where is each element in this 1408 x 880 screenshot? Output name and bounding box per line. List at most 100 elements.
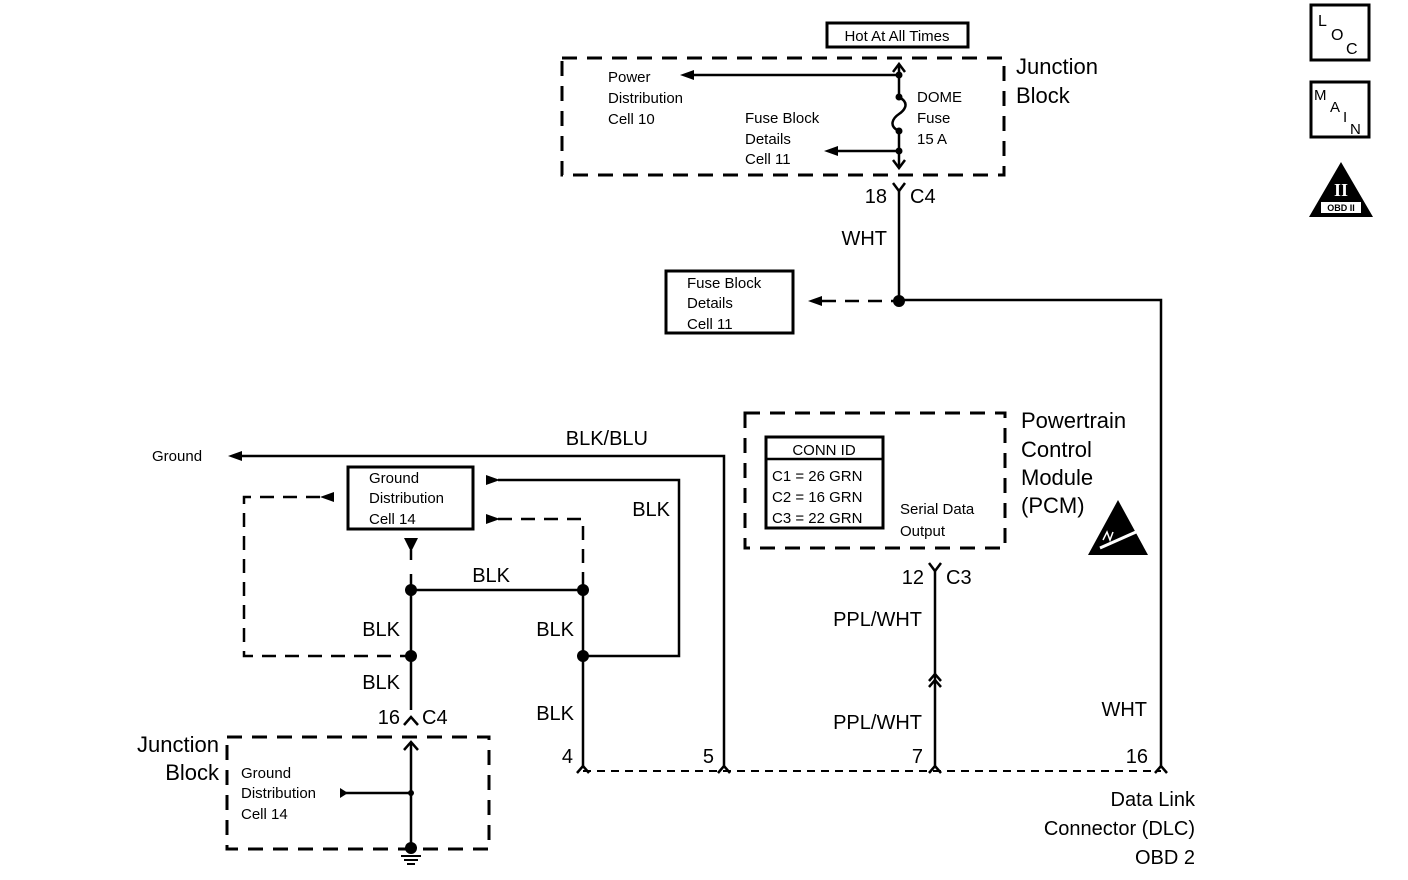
dome-fuse-line-1: DOME (917, 89, 962, 106)
connector-symbol-icon (928, 562, 942, 574)
hot-at-all-times-box: Hot At All Times (825, 21, 970, 49)
splice-dot (408, 790, 414, 796)
ground-dist-box-frame (346, 465, 475, 531)
wire-label-blk-center-upper: BLK (536, 619, 574, 641)
pcm-title-2: Control (1021, 437, 1092, 462)
connector-bottom-pin: 16 (378, 707, 400, 729)
dlc-pin-4: 4 (562, 746, 573, 768)
connector-bottom-id: C4 (422, 707, 448, 729)
connector-c4-bottom: 16 C4 (378, 707, 448, 729)
jb-ground-dist-line-3: Cell 14 (241, 806, 288, 823)
splice-dot (577, 650, 589, 662)
dashed-loop-right (498, 517, 585, 590)
conn-id-row: C2 = 16 GRN (772, 489, 862, 506)
fuse-block-box-line-2: Details (687, 295, 733, 312)
esd-warning-icon (1088, 500, 1148, 555)
ground-dist-box-line-3: Cell 14 (369, 511, 416, 528)
power-dist-line-2: Distribution (608, 90, 683, 107)
conn-id-table: CONN ID C1 = 26 GRN C2 = 16 GRN C3 = 22 … (764, 435, 885, 530)
wire-label-ppl-wht-upper: PPL/WHT (833, 609, 922, 631)
blk-blu-wire (242, 454, 726, 768)
wire-label-blk-middle: BLK (472, 565, 510, 587)
connector-symbol-icon (403, 715, 419, 726)
wire-label-wht-top: WHT (841, 228, 887, 250)
wire-label-wht-right: WHT (1101, 699, 1147, 721)
hot-at-all-times-label: Hot At All Times (844, 28, 949, 45)
obd-ii-icon[interactable]: II OBD II (1309, 162, 1373, 217)
arrow-left-icon (808, 296, 822, 306)
serial-data-line-1: Serial Data (900, 501, 975, 518)
dome-fuse-line-2: Fuse (917, 110, 950, 127)
splice-dot (405, 650, 417, 662)
wire-label-ppl-wht-lower: PPL/WHT (833, 712, 922, 734)
wire-label-blk-left-upper: BLK (362, 619, 400, 641)
main-icon[interactable]: M A I N (1309, 80, 1371, 139)
splice-dot (405, 584, 417, 596)
conn-id-row: C3 = 22 GRN (772, 510, 862, 527)
junction-block-bottom-title-2: Block (165, 760, 220, 785)
serial-data-line-2: Output (900, 523, 946, 540)
dlc-title-3: OBD 2 (1135, 847, 1195, 869)
pcm-title-4: (PCM) (1021, 493, 1085, 518)
arrow-left-icon (680, 70, 694, 80)
feed-arrow-down-icon (892, 159, 906, 171)
dlc-pin-7: 7 (912, 746, 923, 768)
power-dist-line-3: Cell 10 (608, 111, 655, 128)
dlc-pin-icon (717, 764, 731, 774)
conn-id-frame (764, 435, 885, 530)
hot-label-frame (825, 21, 970, 49)
dlc-title-1: Data Link (1111, 789, 1196, 811)
inline-connector-icon (928, 678, 942, 688)
ground-dist-box-line-2: Distribution (369, 490, 444, 507)
arrow-down-icon (404, 538, 418, 552)
svg-text:OBD II: OBD II (1327, 203, 1355, 213)
connector-c3: 12 C3 PPL/WHT PPL/WHT (833, 562, 972, 768)
junction-block-bottom-frame (225, 735, 491, 851)
wire-label-blk-right: BLK (632, 499, 670, 521)
connector-pcm-pin: 12 (902, 567, 924, 589)
connector-symbol-icon (892, 182, 906, 194)
wht-wire-to-dlc-16 (899, 298, 1163, 768)
fuse-block-details-line-1: Fuse Block (745, 110, 820, 127)
fuse-block-details-box: Fuse Block Details Cell 11 (664, 269, 795, 335)
junction-block-bottom-title-1: Junction (137, 732, 219, 757)
pcm-title-3: Module (1021, 465, 1093, 490)
inline-connector-icon (928, 672, 942, 682)
connector-pcm-id: C3 (946, 567, 972, 589)
svg-text:M: M (1314, 87, 1327, 104)
blk-wire-right-loop (498, 478, 681, 658)
svg-text:O: O (1331, 27, 1343, 44)
junction-block-top: Junction Block Power Distribution Cell 1… (560, 54, 1098, 177)
ground-dist-box-line-1: Ground (369, 470, 419, 487)
svg-text:N: N (1350, 121, 1361, 138)
junction-block-top-title-2: Block (1016, 83, 1071, 108)
connector-c4-top: 18 C4 WHT (841, 182, 936, 300)
splice-dot (577, 584, 589, 596)
dlc-pin-5: 5 (703, 746, 714, 768)
junction-block-bottom: Junction Block Ground Distribution Cell … (137, 732, 491, 865)
pcm-title-1: Powertrain (1021, 408, 1126, 433)
loc-icon[interactable]: L O C (1309, 3, 1371, 62)
arrow-right-icon (486, 475, 500, 485)
svg-text:I: I (1343, 109, 1347, 126)
conn-id-row: C1 = 26 GRN (772, 468, 862, 485)
arrow-right-icon (340, 788, 348, 798)
fuse-block-details-line-3: Cell 11 (745, 151, 791, 168)
dlc-pin-icon (1154, 764, 1168, 774)
dlc-title-2: Connector (DLC) (1044, 818, 1195, 840)
dlc-pin-icon (576, 764, 590, 774)
wire-label-blk-blu: BLK/BLU (566, 428, 648, 450)
svg-text:A: A (1330, 99, 1340, 116)
junction-block-top-title-1: Junction (1016, 54, 1098, 79)
arrow-left-icon (320, 492, 334, 502)
fuse-block-details-line-2: Details (745, 131, 791, 148)
jb-ground-dist-line-1: Ground (241, 765, 291, 782)
fuse-block-box-line-3: Cell 11 (687, 316, 733, 333)
dlc-pin-16: 16 (1126, 746, 1148, 768)
arrow-right-icon (486, 514, 500, 524)
wire-label-blk-center-lower: BLK (536, 703, 574, 725)
arrow-left-icon (228, 451, 242, 461)
connector-top-pin: 18 (865, 186, 887, 208)
ground-symbol-icon (401, 855, 421, 865)
